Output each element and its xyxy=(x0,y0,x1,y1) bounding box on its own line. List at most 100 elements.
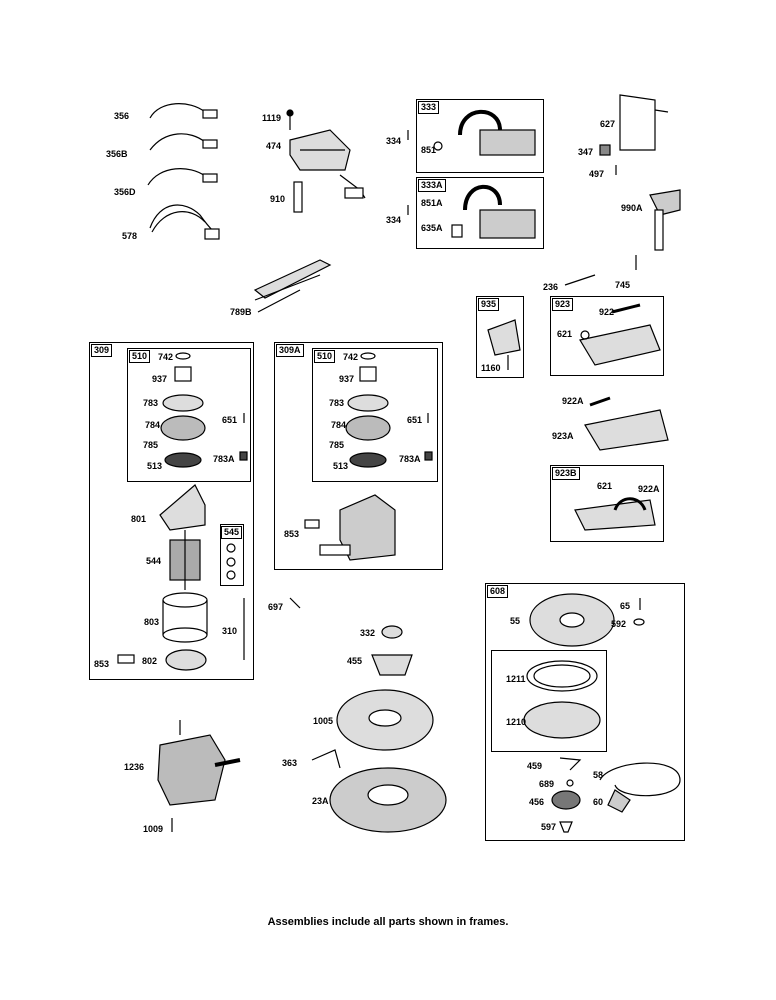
frame-510-left xyxy=(127,348,251,482)
frame-923B xyxy=(550,465,664,542)
diagram-caption: Assemblies include all parts shown in fr… xyxy=(267,916,509,928)
label-356: 356 xyxy=(114,111,130,121)
frame-label-935: 935 xyxy=(478,298,500,311)
label-783A-left: 783A xyxy=(213,454,235,464)
control-923A-icon xyxy=(584,396,669,451)
label-635A: 635A xyxy=(421,223,443,233)
frame-309 xyxy=(89,342,254,680)
frame-label-510-left: 510 xyxy=(129,350,151,363)
label-922A-bottom: 922A xyxy=(638,484,660,494)
dog-459-icon xyxy=(559,757,582,771)
label-456: 456 xyxy=(529,797,545,807)
screw-697-icon xyxy=(289,597,301,609)
armature-544-icon xyxy=(169,530,201,590)
label-1210: 1210 xyxy=(506,717,527,727)
label-783A-right: 783A xyxy=(399,454,421,464)
label-803: 803 xyxy=(144,617,160,627)
cup-455-icon xyxy=(371,654,413,676)
frame-label-545: 545 xyxy=(221,526,243,539)
handle-60-icon xyxy=(607,789,631,813)
label-334-top: 334 xyxy=(386,136,402,146)
starter-housing-801-icon xyxy=(159,484,206,531)
label-356D: 356D xyxy=(114,187,136,197)
ignition-module-474-icon xyxy=(286,109,366,213)
frame-label-923: 923 xyxy=(552,298,574,311)
starter-drive-right-icon xyxy=(345,352,433,468)
frame-545 xyxy=(220,524,244,586)
label-745: 745 xyxy=(615,280,631,290)
label-784-right: 784 xyxy=(331,420,347,430)
label-651-right: 651 xyxy=(407,415,423,425)
label-455: 455 xyxy=(347,656,363,666)
label-697: 697 xyxy=(268,602,284,612)
label-334-bottom: 334 xyxy=(386,215,402,225)
label-742-left: 742 xyxy=(158,352,174,362)
fan-1005-icon xyxy=(336,689,434,751)
label-922: 922 xyxy=(599,307,615,317)
label-459: 459 xyxy=(527,761,543,771)
label-1009: 1009 xyxy=(143,824,164,834)
label-1160: 1160 xyxy=(481,363,501,373)
handle-990A-icon xyxy=(649,189,681,251)
label-58: 58 xyxy=(593,770,604,780)
label-651-left: 651 xyxy=(222,415,238,425)
label-922A: 922A xyxy=(562,396,584,406)
label-544: 544 xyxy=(146,556,162,566)
label-689: 689 xyxy=(539,779,555,789)
frame-333A xyxy=(416,177,544,249)
label-592: 592 xyxy=(611,619,627,629)
frame-923 xyxy=(550,296,664,376)
label-785-right: 785 xyxy=(329,440,345,450)
label-851: 851 xyxy=(421,145,437,155)
bushing-545-icon xyxy=(226,543,236,580)
frame-935 xyxy=(476,296,524,378)
control-923B-icon xyxy=(574,497,656,531)
bracket-363-icon xyxy=(311,749,341,769)
label-802: 802 xyxy=(142,656,158,666)
end-cap-802-icon xyxy=(165,649,207,671)
label-55: 55 xyxy=(510,616,521,626)
starter-motor-309A-icon xyxy=(304,494,396,561)
label-60: 60 xyxy=(593,797,604,807)
wire-789B-icon xyxy=(253,259,332,313)
frame-label-923B: 923B xyxy=(552,467,580,480)
label-513-right: 513 xyxy=(333,461,349,471)
frame-label-309: 309 xyxy=(91,344,113,357)
frame-608 xyxy=(485,583,685,841)
label-363: 363 xyxy=(282,758,298,768)
frame-rewind-spring xyxy=(491,650,607,752)
frame-label-333A: 333A xyxy=(418,179,446,192)
retainer-456-icon xyxy=(551,790,581,810)
label-785-left: 785 xyxy=(143,440,159,450)
label-1211: 1211 xyxy=(506,674,526,684)
label-497: 497 xyxy=(589,169,605,179)
armature-333A-icon xyxy=(407,184,536,239)
governor-1236-icon xyxy=(157,720,241,806)
label-513-left: 513 xyxy=(147,461,163,471)
label-1005: 1005 xyxy=(313,716,334,726)
frame-510-right xyxy=(312,348,438,482)
label-627: 627 xyxy=(600,119,616,129)
label-597: 597 xyxy=(541,822,557,832)
wire-harness-356-icon xyxy=(149,103,218,119)
label-937-left: 937 xyxy=(152,374,168,384)
terminal-853-left-icon xyxy=(117,654,135,664)
label-851A: 851A xyxy=(421,198,443,208)
nut-332-icon xyxy=(381,625,403,639)
label-310: 310 xyxy=(222,626,238,636)
control-935-icon xyxy=(487,319,521,370)
label-742-right: 742 xyxy=(343,352,359,362)
label-578: 578 xyxy=(122,231,138,241)
rope-58-icon xyxy=(599,762,681,797)
wire-harness-356D-icon xyxy=(147,168,218,186)
label-474: 474 xyxy=(266,141,282,151)
label-23A: 23A xyxy=(312,796,329,806)
armature-333-icon xyxy=(407,109,536,156)
link-236-icon xyxy=(564,274,596,286)
frame-label-309A: 309A xyxy=(276,344,304,357)
label-910: 910 xyxy=(270,194,286,204)
label-621-top: 621 xyxy=(557,329,573,339)
label-1119: 1119 xyxy=(262,113,282,123)
